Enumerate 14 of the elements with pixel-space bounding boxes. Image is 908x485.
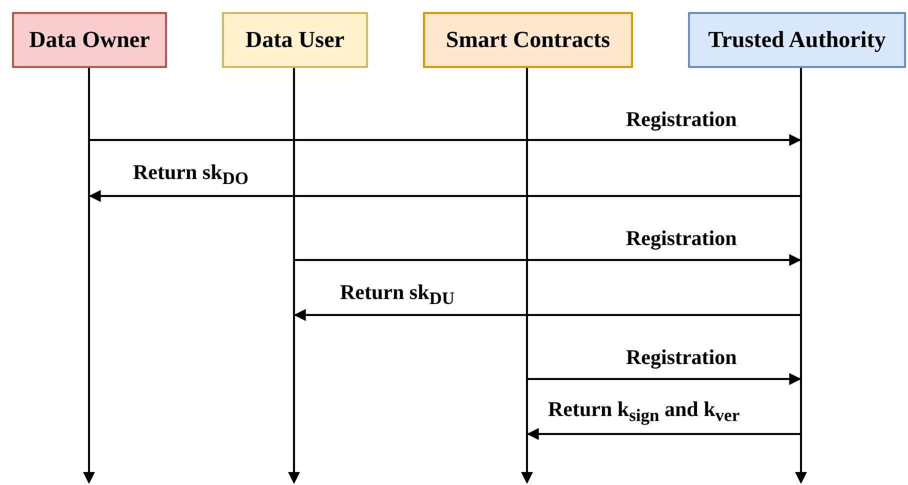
message-arrow (528, 373, 802, 385)
participant-box: Trusted Authority (688, 12, 906, 68)
lifeline-arrow (82, 68, 96, 484)
message-arrow (90, 134, 802, 146)
participant-box: Data User (222, 12, 368, 68)
message-arrow (294, 309, 800, 321)
message-arrow (526, 428, 800, 440)
participant-box: Smart Contracts (423, 12, 633, 68)
participant-box: Data Owner (12, 12, 167, 68)
message-arrow (88, 190, 800, 202)
lifeline-arrow (287, 68, 301, 484)
lifeline-arrow (794, 68, 808, 484)
message-arrow (295, 254, 802, 266)
lifeline-arrow (520, 68, 534, 484)
